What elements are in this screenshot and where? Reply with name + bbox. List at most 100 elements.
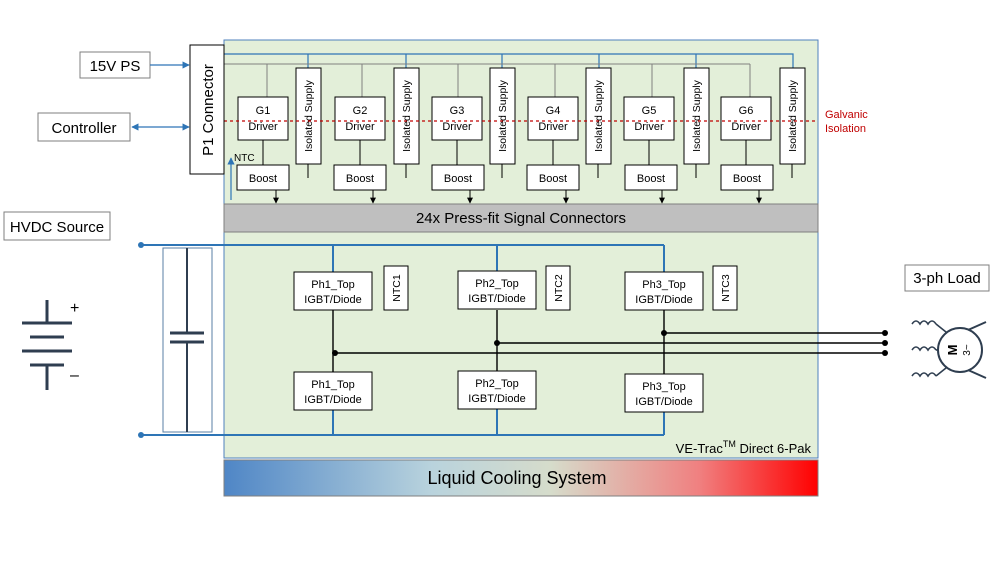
boost-label: Boost (637, 173, 665, 185)
switch-type: IGBT/Diode (468, 393, 525, 405)
gate-driver-text: Driver (442, 121, 472, 133)
ntc-label: NTC (234, 153, 255, 164)
boost-label: Boost (346, 173, 374, 185)
ps-box (79, 51, 151, 79)
gate-driver-1 (237, 96, 289, 141)
motor-m-label: M (945, 345, 960, 356)
gate-driver-5 (623, 96, 675, 141)
press-fit-label: 24x Press-fit Signal Connectors (416, 210, 626, 227)
phase-1-top-switch (293, 271, 373, 311)
gate-driver-name: G2 (353, 105, 368, 117)
p1-connector (189, 44, 225, 175)
isolated-supply-5 (683, 67, 710, 165)
boost-label: Boost (733, 173, 761, 185)
isolated-supply-label: Isolated Supply (593, 79, 605, 152)
ntc-sensor-1 (383, 265, 409, 311)
hvdc-label: HVDC Source (10, 219, 104, 236)
switch-type: IGBT/Diode (304, 394, 361, 406)
load-terminal-1 (882, 330, 888, 336)
phase-2-top-switch (457, 270, 537, 310)
gate-driver-text: Driver (345, 121, 375, 133)
dc-bus (141, 244, 665, 436)
isolated-supply-4 (585, 67, 612, 165)
isolated-supply-label: Isolated Supply (401, 79, 413, 152)
boost-4 (526, 164, 580, 191)
boost-1 (236, 164, 290, 191)
dc-bus-terminal-minus (138, 432, 144, 438)
gate-driver-name: G4 (546, 105, 561, 117)
phase-node-2 (494, 340, 500, 346)
boost-2 (333, 164, 387, 191)
motor-phase-label: 3~ (962, 344, 973, 356)
gate-driver-3 (431, 96, 483, 141)
hvdc-box (3, 211, 111, 241)
phase-1-bottom-switch (293, 371, 373, 411)
switch-name: Ph3_Top (642, 279, 685, 291)
switch-name: Ph3_Top (642, 381, 685, 393)
switch-type: IGBT/Diode (635, 396, 692, 408)
ntc-sensor-3 (712, 265, 738, 311)
switch-type: IGBT/Diode (635, 294, 692, 306)
switch-name: Ph2_Top (475, 278, 518, 290)
press-fit-connector-bar (223, 203, 819, 233)
switch-name: Ph1_Top (311, 279, 354, 291)
gate-driver-4 (527, 96, 579, 141)
boost-5 (624, 164, 678, 191)
gate-driver-name: G5 (642, 105, 657, 117)
controller-box (37, 112, 131, 142)
boost-label: Boost (249, 173, 277, 185)
gate-driver-name: G6 (739, 105, 754, 117)
phase-3-bottom-switch (624, 373, 704, 413)
supply-distribution-line (224, 53, 794, 68)
liquid-cooling-bar (223, 459, 819, 497)
isolated-supply-1 (295, 67, 322, 165)
ntc-sensor-label: NTC3 (720, 274, 732, 302)
gate-driver-text: Driver (731, 121, 761, 133)
battery-icon (22, 300, 72, 390)
isolated-supply-6 (779, 67, 806, 165)
boost-3 (431, 164, 485, 191)
galvanic-label-2: Isolation (825, 123, 866, 135)
isolated-supply-label: Isolated Supply (691, 79, 703, 152)
isolated-supply-label: Isolated Supply (787, 79, 799, 152)
gate-driver-name: G3 (450, 105, 465, 117)
load-terminal-3 (882, 350, 888, 356)
gate-driver-2 (334, 96, 386, 141)
phase-node-3 (661, 330, 667, 336)
switch-name: Ph1_Top (311, 379, 354, 391)
motor-icon (911, 320, 987, 379)
cooling-label: Liquid Cooling System (427, 468, 606, 488)
switch-name: Ph2_Top (475, 378, 518, 390)
isolated-supply-label: Isolated Supply (303, 79, 315, 152)
phase-node-1 (332, 350, 338, 356)
ps-label: 15V PS (90, 58, 141, 75)
gate-driver-6 (720, 96, 772, 141)
module-name: VE-TracTM Direct 6-Pak (676, 439, 812, 456)
gate-driver-text: Driver (634, 121, 664, 133)
load-terminal-2 (882, 340, 888, 346)
p1-connector-label: P1 Connector (200, 64, 217, 156)
battery-minus: – (70, 367, 79, 384)
battery-plus: + (70, 300, 79, 317)
gate-driver-text: Driver (538, 121, 568, 133)
ntc-sensor-label: NTC1 (391, 274, 403, 302)
isolated-supply-label: Isolated Supply (497, 79, 509, 152)
load-label: 3-ph Load (913, 270, 981, 287)
gate-driver-board (223, 39, 819, 205)
controller-label: Controller (51, 120, 116, 137)
phase-output-lines (332, 310, 884, 374)
dc-bus-terminal-plus (138, 242, 144, 248)
boost-6 (720, 164, 774, 191)
load-box (904, 264, 990, 292)
ntc-sensor-label: NTC2 (553, 274, 565, 302)
gate-driver-text: Driver (248, 121, 278, 133)
phase-2-bottom-switch (457, 370, 537, 410)
gate-driver-name: G1 (256, 105, 271, 117)
galvanic-label-1: Galvanic (825, 109, 868, 121)
switch-type: IGBT/Diode (468, 293, 525, 305)
boost-label: Boost (444, 173, 472, 185)
dc-link-capacitor-icon (162, 247, 213, 433)
